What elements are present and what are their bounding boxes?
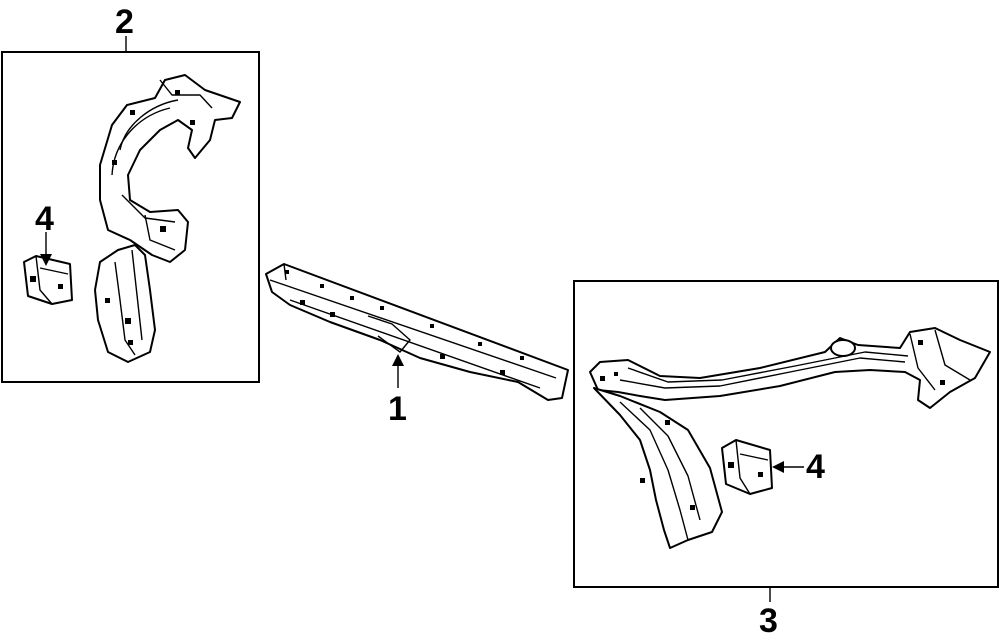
part-1: 1 (265, 263, 569, 428)
callout-1-arrow (392, 354, 404, 366)
callout-2: 2 (115, 3, 134, 41)
group-3-frame (573, 280, 999, 588)
tie-bar-part (265, 263, 569, 401)
apron-lower-part (94, 244, 156, 363)
callout-1: 1 (388, 390, 407, 428)
group-2: 2 (1, 3, 260, 383)
rail-boss (830, 339, 856, 357)
bracket-4-left (23, 255, 73, 305)
upper-rail-part (589, 327, 991, 409)
callout-3: 3 (759, 602, 778, 640)
group-2-frame (1, 51, 260, 383)
callout-4-left-arrow (40, 254, 52, 266)
callout-4-right-arrow (772, 461, 784, 473)
apron-upper-part (99, 74, 241, 263)
callout-4-left: 4 (35, 200, 54, 238)
callout-4-right: 4 (806, 448, 825, 486)
tie-bar-holes (285, 270, 524, 375)
group-3: 3 (573, 280, 999, 640)
bracket-4-right (721, 439, 773, 495)
lower-pillar-part (593, 387, 723, 549)
